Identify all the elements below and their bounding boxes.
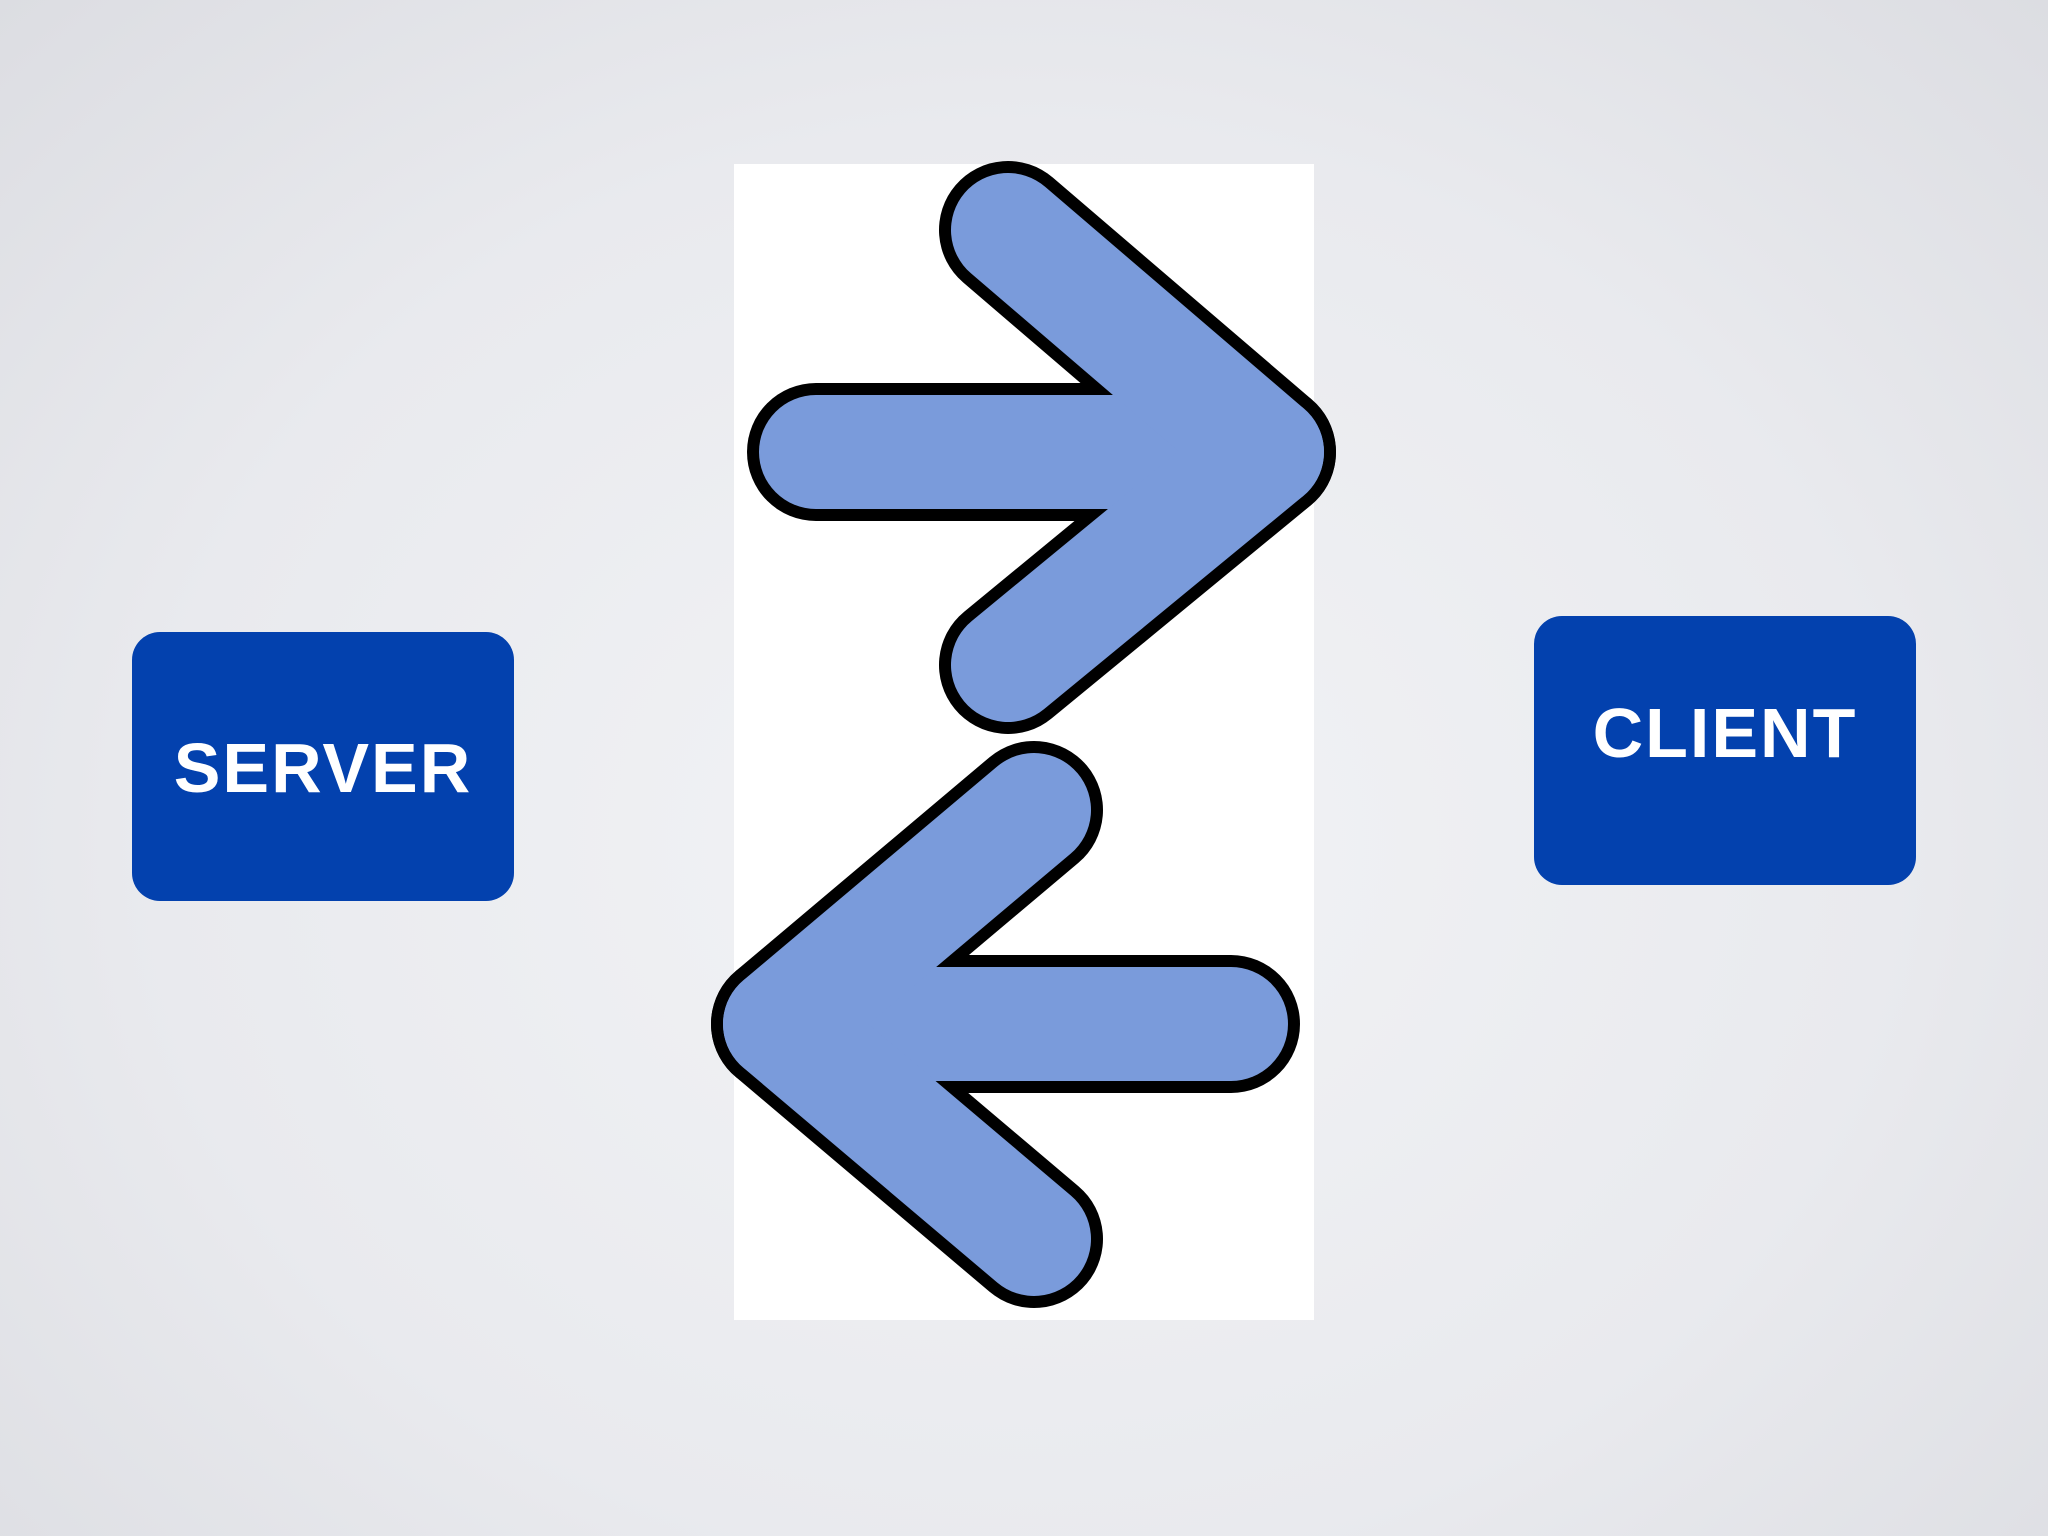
arrows-panel: [711, 161, 1336, 1320]
server-box: SERVER: [132, 632, 514, 901]
right-arrow-icon: [747, 161, 1336, 734]
client-label: CLIENT: [1592, 693, 1858, 772]
arrows-graphic: [711, 161, 1336, 1308]
client-box: CLIENT: [1534, 616, 1916, 885]
left-arrow-icon: [711, 741, 1300, 1308]
server-label: SERVER: [173, 728, 473, 807]
